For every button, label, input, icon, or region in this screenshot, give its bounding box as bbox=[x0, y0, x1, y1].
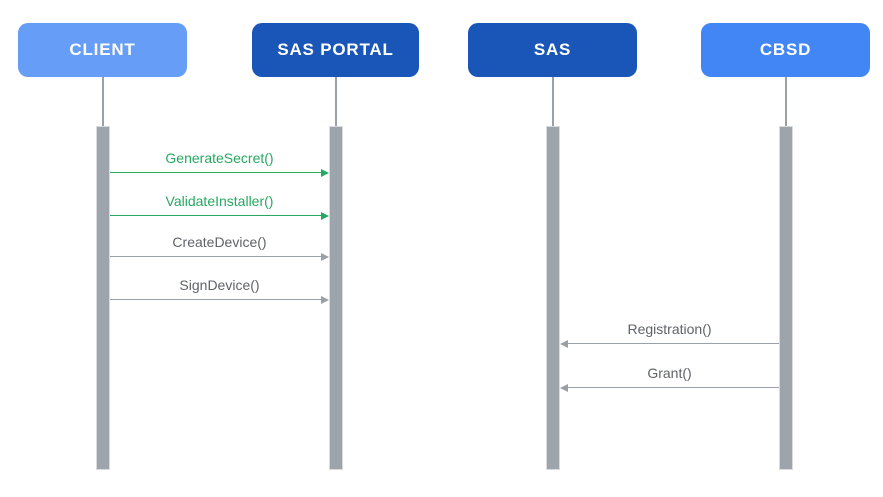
arrow-right-icon bbox=[321, 252, 329, 261]
message-line bbox=[110, 171, 324, 173]
message-create-device: CreateDevice() bbox=[110, 233, 329, 261]
lifeline-client bbox=[101, 77, 104, 126]
arrow-left-icon bbox=[560, 383, 568, 392]
lifeline-cbsd bbox=[784, 77, 787, 126]
arrow-right-icon bbox=[321, 295, 329, 304]
activation-bar-sas-portal bbox=[328, 126, 343, 470]
message-line bbox=[110, 255, 324, 257]
actor-sas-portal-label: SAS PORTAL bbox=[277, 40, 394, 59]
message-validate-installer-label: ValidateInstaller() bbox=[165, 193, 274, 209]
message-sign-device: SignDevice() bbox=[110, 276, 329, 304]
message-line bbox=[110, 298, 324, 300]
lifeline-sas bbox=[551, 77, 554, 126]
message-registration: Registration() bbox=[560, 320, 779, 348]
activation-bar-client bbox=[95, 126, 110, 470]
message-registration-label: Registration() bbox=[627, 321, 712, 337]
actor-box-sas: SAS bbox=[468, 23, 637, 77]
message-line bbox=[565, 342, 779, 344]
actor-client-label: CLIENT bbox=[69, 40, 136, 59]
message-grant: Grant() bbox=[560, 364, 779, 392]
message-line bbox=[565, 386, 779, 388]
message-grant-label: Grant() bbox=[647, 365, 692, 381]
actor-sas-label: SAS bbox=[533, 40, 572, 59]
actor-box-client: CLIENT bbox=[18, 23, 187, 77]
lifeline-sas-portal bbox=[334, 77, 337, 126]
message-generate-secret-label: GenerateSecret() bbox=[165, 150, 274, 166]
arrow-right-icon bbox=[321, 211, 329, 220]
actor-box-sas-portal: SAS PORTAL bbox=[252, 23, 419, 77]
message-line bbox=[110, 214, 324, 216]
activation-bar-cbsd bbox=[778, 126, 793, 470]
message-validate-installer: ValidateInstaller() bbox=[110, 192, 329, 220]
arrow-right-icon bbox=[321, 168, 329, 177]
arrow-left-icon bbox=[560, 339, 568, 348]
message-sign-device-label: SignDevice() bbox=[179, 277, 260, 293]
actor-cbsd-label: CBSD bbox=[759, 40, 812, 59]
message-generate-secret: GenerateSecret() bbox=[110, 149, 329, 177]
message-create-device-label: CreateDevice() bbox=[172, 234, 267, 250]
activation-bar-sas bbox=[545, 126, 560, 470]
actor-box-cbsd: CBSD bbox=[701, 23, 870, 77]
